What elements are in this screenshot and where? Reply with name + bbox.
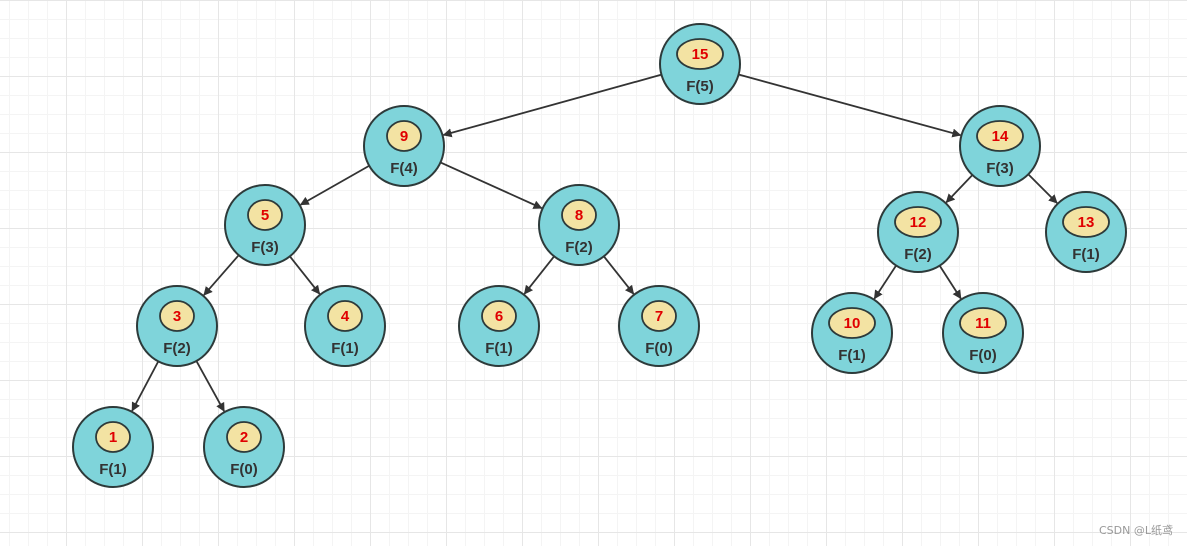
tree-node-n10: 10F(1) [811, 292, 893, 374]
order-number: 14 [992, 128, 1009, 145]
call-label: F(0) [230, 461, 258, 478]
call-label: F(3) [251, 239, 279, 256]
tree-node-n5: 5F(3) [224, 184, 306, 266]
order-badge [481, 300, 517, 332]
edge-n14-n13 [1027, 173, 1058, 204]
order-number: 13 [1078, 214, 1095, 231]
edge-n8-n7 [603, 255, 635, 295]
call-label: F(1) [838, 347, 866, 364]
edge-n12-n11 [938, 265, 962, 300]
order-number: 1 [109, 429, 117, 446]
tree-node-n8: 8F(2) [538, 184, 620, 266]
edge-n9-n8 [440, 161, 543, 209]
order-number: 6 [495, 308, 503, 325]
edge-n15-n9 [442, 73, 662, 138]
order-number: 2 [240, 429, 248, 446]
edge-n14-n12 [945, 174, 974, 203]
order-badge [327, 300, 363, 332]
order-number: 7 [655, 308, 663, 325]
tree-node-n12: 12F(2) [877, 191, 959, 273]
order-badge [976, 120, 1024, 152]
watermark: CSDN @L纸鸢 [1099, 524, 1173, 537]
order-badge [641, 300, 677, 332]
tree-node-n15: 15F(5) [659, 23, 741, 105]
tree-node-n11: 11F(0) [942, 292, 1024, 374]
tree-node-n7: 7F(0) [618, 285, 700, 367]
edge-n9-n5 [299, 164, 370, 206]
order-number: 5 [261, 207, 269, 224]
order-badge [561, 199, 597, 231]
tree-node-n6: 6F(1) [458, 285, 540, 367]
call-label: F(5) [686, 78, 714, 95]
edge-n12-n10 [873, 264, 897, 300]
order-badge [1062, 206, 1110, 238]
order-number: 9 [400, 128, 408, 145]
edge-n3-n2 [195, 360, 225, 412]
tree-node-n4: 4F(1) [304, 285, 386, 367]
call-label: F(1) [1072, 246, 1100, 263]
call-label: F(2) [163, 340, 191, 357]
call-label: F(1) [485, 340, 513, 357]
order-badge [959, 307, 1007, 339]
edge-n8-n6 [523, 255, 555, 295]
order-badge [828, 307, 876, 339]
call-label: F(2) [904, 246, 932, 263]
order-number: 3 [173, 308, 181, 325]
edges-layer [131, 73, 1058, 412]
edge-n5-n3 [203, 254, 240, 296]
order-badge [226, 421, 262, 453]
edge-n3-n1 [131, 360, 160, 412]
tree-node-n3: 3F(2) [136, 285, 218, 367]
tree-node-n13: 13F(1) [1045, 191, 1127, 273]
order-number: 15 [692, 46, 709, 63]
tree-node-n14: 14F(3) [959, 105, 1041, 187]
edge-n5-n4 [289, 255, 321, 295]
call-label: F(4) [390, 160, 418, 177]
order-number: 10 [844, 315, 861, 332]
order-badge [95, 421, 131, 453]
order-badge [894, 206, 942, 238]
call-label: F(3) [986, 160, 1014, 177]
order-badge [159, 300, 195, 332]
call-label: F(1) [99, 461, 127, 478]
order-number: 11 [975, 315, 991, 332]
edge-n15-n14 [738, 73, 962, 138]
order-badge [676, 38, 724, 70]
tree-node-n9: 9F(4) [363, 105, 445, 187]
tree-node-n1: 1F(1) [72, 406, 154, 488]
order-badge [247, 199, 283, 231]
order-number: 4 [341, 308, 350, 325]
call-label: F(2) [565, 239, 593, 256]
call-label: F(0) [969, 347, 997, 364]
call-label: F(0) [645, 340, 673, 357]
order-number: 8 [575, 207, 583, 224]
order-badge [386, 120, 422, 152]
call-label: F(1) [331, 340, 359, 357]
nodes-layer: 15F(5)9F(4)14F(3)5F(3)8F(2)12F(2)13F(1)3… [72, 23, 1127, 488]
tree-node-n2: 2F(0) [203, 406, 285, 488]
order-number: 12 [910, 214, 927, 231]
